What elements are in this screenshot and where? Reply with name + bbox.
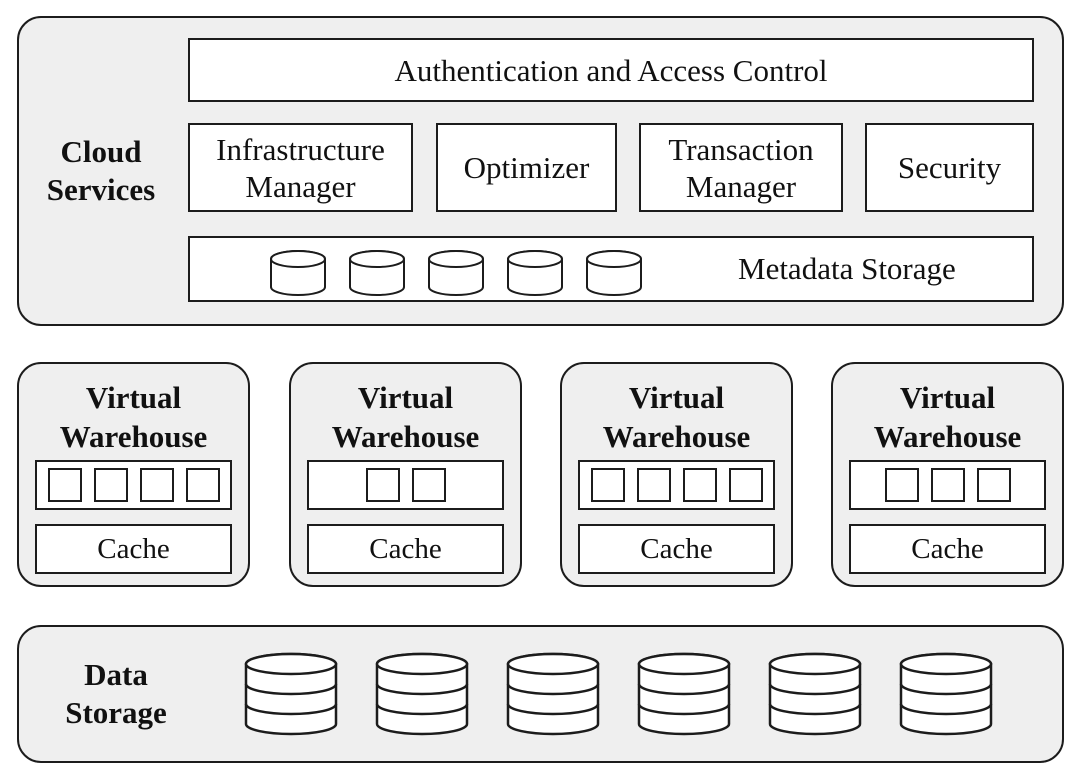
cache-label: Cache: [369, 532, 442, 565]
metadata-cylinder-icon: [586, 250, 642, 296]
compute-slot: [728, 468, 763, 502]
metadata-cylinder-icon: [507, 250, 563, 296]
cache-box: Cache: [35, 524, 232, 574]
cache-label: Cache: [911, 532, 984, 565]
transaction-manager-box: Transaction Manager: [639, 123, 843, 212]
database-icon: [768, 652, 862, 736]
virtual-warehouse-2: Virtual Warehouse Cache: [289, 362, 522, 587]
database-icon: [375, 652, 469, 736]
cache-label: Cache: [640, 532, 713, 565]
data-storage-title: Data Storage: [38, 656, 194, 732]
compute-slot: [365, 468, 400, 502]
compute-slot: [411, 468, 446, 502]
compute-slot: [139, 468, 174, 502]
compute-slot: [884, 468, 919, 502]
metadata-cylinder-icon: [349, 250, 405, 296]
warehouse-title-line1: Virtual: [628, 380, 725, 415]
virtual-warehouse-1: Virtual Warehouse Cache: [17, 362, 250, 587]
compute-slot: [93, 468, 128, 502]
warehouse-title-line2: Warehouse: [602, 419, 751, 454]
warehouse-title-line2: Warehouse: [873, 419, 1022, 454]
virtual-warehouse-3: Virtual Warehouse Cache: [560, 362, 793, 587]
cloud-services-title: Cloud Services: [30, 133, 172, 209]
virtual-warehouse-4: Virtual Warehouse Cache: [831, 362, 1064, 587]
metadata-storage-label: Metadata Storage: [738, 251, 956, 286]
compute-slot: [185, 468, 220, 502]
compute-slot: [976, 468, 1011, 502]
compute-slots: [849, 460, 1046, 510]
metadata-cylinder-icon: [428, 250, 484, 296]
component-label-line1: Optimizer: [463, 150, 590, 185]
compute-slot: [636, 468, 671, 502]
compute-slots: [35, 460, 232, 510]
infrastructure-manager-box: Infrastructure Manager: [188, 123, 413, 212]
data-storage-title-line1: Data: [84, 657, 148, 692]
metadata-cylinder-icon: [270, 250, 326, 296]
component-label-line2: Manager: [245, 168, 356, 204]
component-label-line1: Infrastructure: [216, 131, 385, 167]
cache-label: Cache: [97, 532, 170, 565]
authentication-label: Authentication and Access Control: [394, 52, 828, 88]
compute-slot: [682, 468, 717, 502]
compute-slot: [47, 468, 82, 502]
cache-box: Cache: [578, 524, 775, 574]
compute-slots: [307, 460, 504, 510]
cloud-services-title-line1: Cloud: [60, 134, 142, 169]
compute-slot: [590, 468, 625, 502]
warehouse-title-line1: Virtual: [357, 380, 454, 415]
compute-slots: [578, 460, 775, 510]
warehouse-title-line2: Warehouse: [59, 419, 208, 454]
component-label-line1: Security: [897, 150, 1002, 185]
component-label-line2: Manager: [685, 168, 797, 204]
database-icon: [899, 652, 993, 736]
database-icon: [244, 652, 338, 736]
optimizer-box: Optimizer: [436, 123, 617, 212]
cache-box: Cache: [849, 524, 1046, 574]
warehouse-title-line2: Warehouse: [331, 419, 480, 454]
warehouse-title-line1: Virtual: [85, 380, 182, 415]
compute-slot: [930, 468, 965, 502]
component-label-line1: Transaction: [668, 131, 814, 167]
cache-box: Cache: [307, 524, 504, 574]
authentication-box: Authentication and Access Control: [188, 38, 1034, 102]
database-icon: [637, 652, 731, 736]
warehouse-title-line1: Virtual: [899, 380, 996, 415]
database-icon: [506, 652, 600, 736]
security-box: Security: [865, 123, 1034, 212]
data-storage-title-line2: Storage: [65, 695, 167, 730]
cloud-services-title-line2: Services: [46, 172, 156, 207]
